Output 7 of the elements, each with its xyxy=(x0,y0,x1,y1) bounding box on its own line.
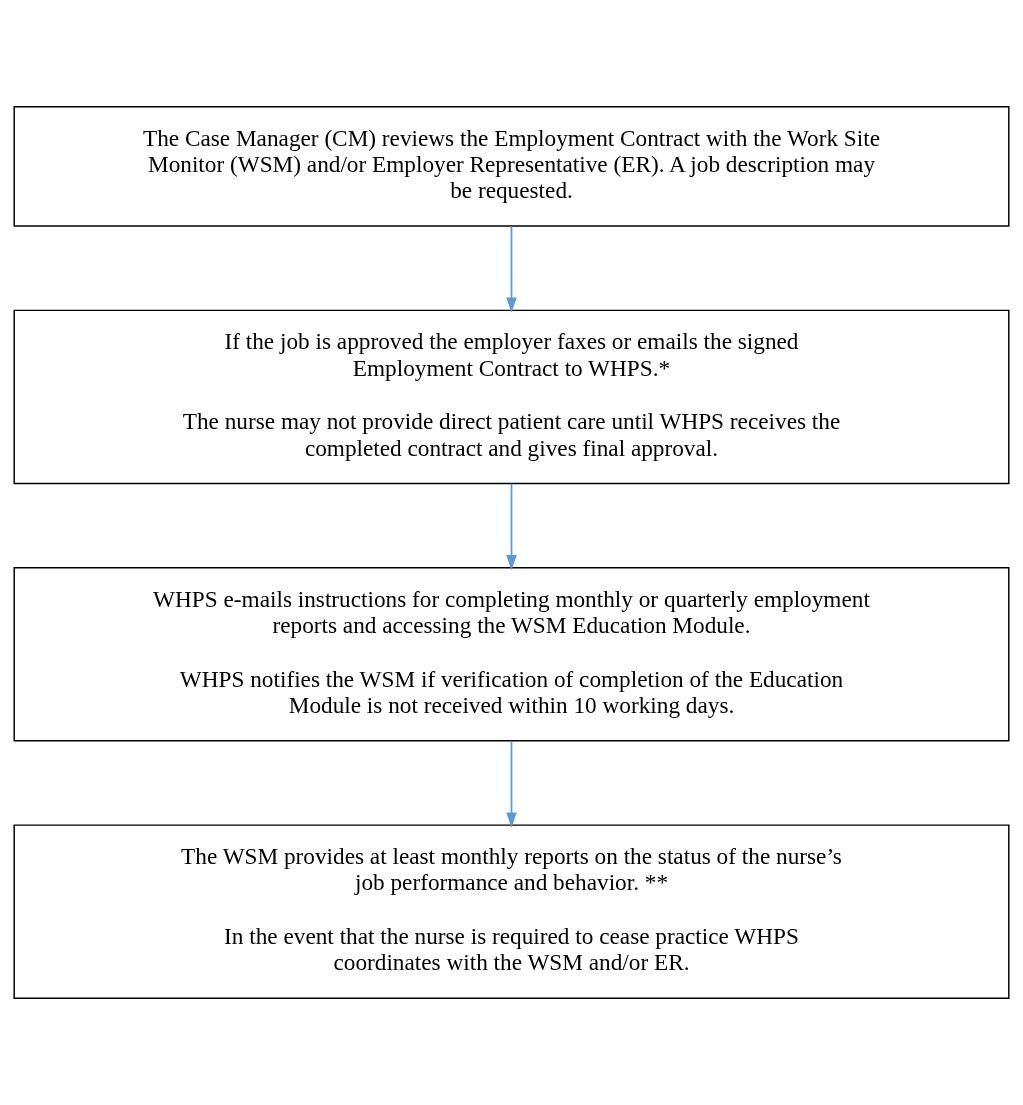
node-box: If the job is approved the employer faxes or emails the signed Employment Contract to WHPS.* The nurse may not provide direct patient care until WHPS receives the completed contract and gives final approval. xyxy=(13,309,1010,485)
node-box: The Case Manager (CM) reviews the Employment Contract with the Work Site Monitor (WSM) and/or Employer Representative (ER). A job description may be requested. xyxy=(13,106,1010,227)
node-box: The WSM provides at least monthly reports on the status of the nurse’s job performance and behavior. ** In the event that the nurse is required to cease practice WHPS coordinates with the WSM and/or ER. xyxy=(13,824,1010,999)
node-box: WHPS e-mails instructions for completing monthly or quarterly employment reports and accessing the WSM Education Module. WHPS notifies the WSM if verification of completion of the Education Module is not received within 10 working days. xyxy=(13,567,1010,742)
arrow xyxy=(506,482,517,571)
arrow xyxy=(506,225,517,313)
arrow xyxy=(506,740,517,828)
